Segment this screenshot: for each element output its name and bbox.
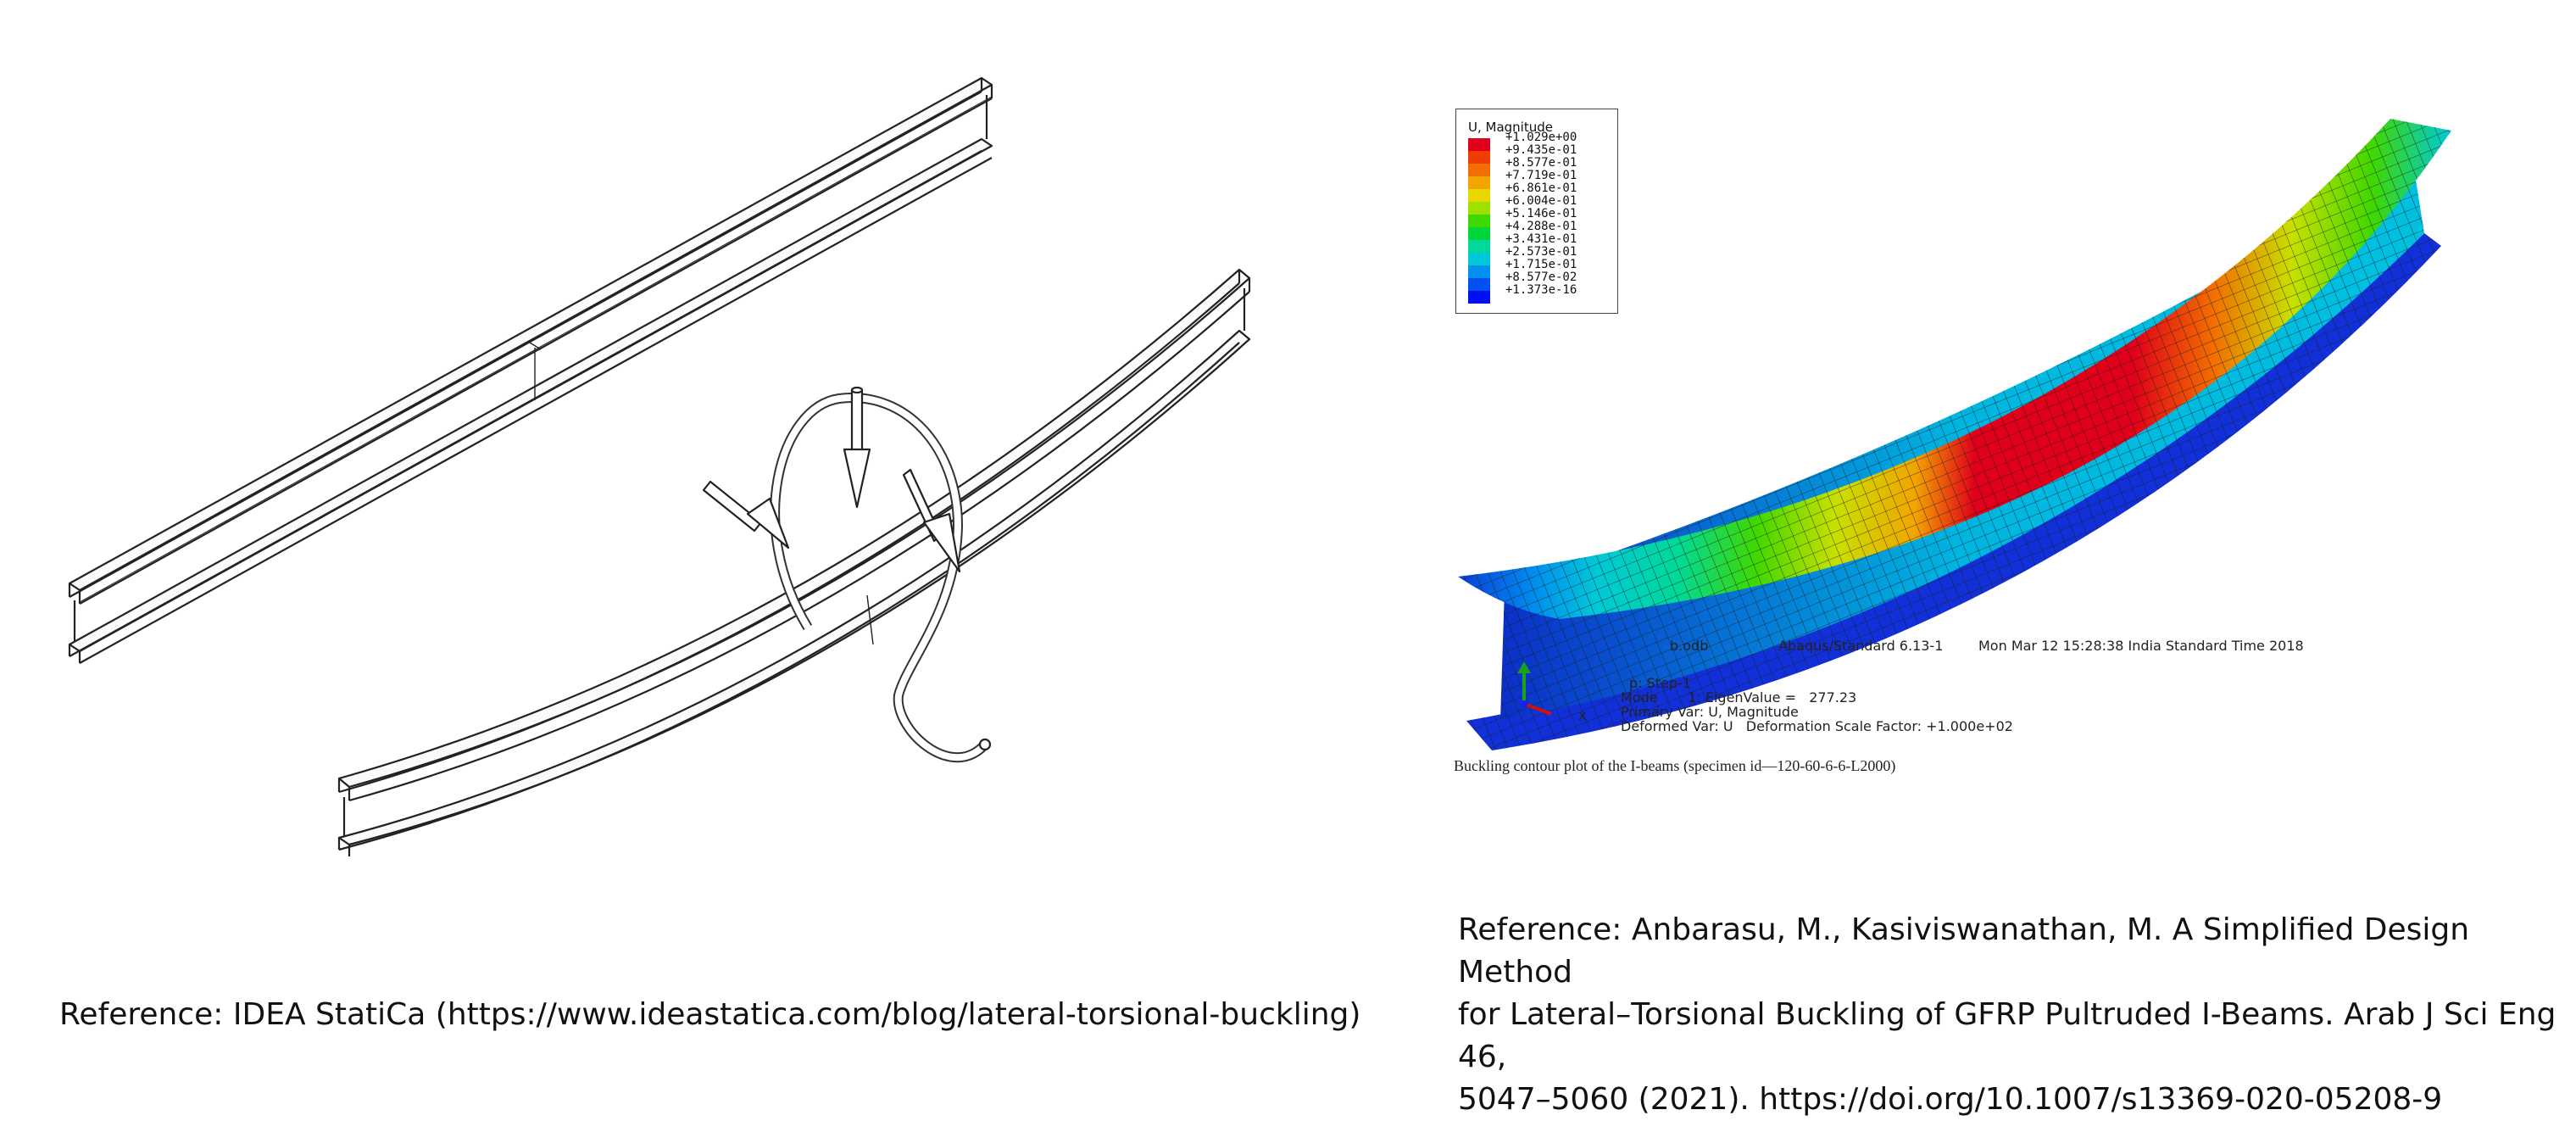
legend-labels: +1.029e+00+9.435e-01+8.577e-01+7.719e-01… (1505, 131, 1577, 297)
legend-label: +1.715e-01 (1505, 258, 1577, 271)
axis-triad-icon (1517, 661, 1552, 716)
legend-color-scale (1468, 138, 1490, 304)
vertical-load-arrow-icon (843, 386, 871, 509)
abaqus-step: p: Step-1 (1629, 675, 1692, 691)
legend-swatch (1468, 138, 1490, 151)
legend-swatch (1468, 291, 1490, 304)
legend-swatch (1468, 240, 1490, 253)
legend-label: +3.431e-01 (1505, 232, 1577, 246)
legend-swatch (1468, 227, 1490, 240)
torsion-arrow-icon (770, 393, 992, 763)
contour-legend: U, Magnitude +1.029e+00+9.435e-01+8.577e… (1455, 109, 1618, 314)
legend-label: +7.719e-01 (1505, 169, 1577, 182)
legend-label: +1.029e+00 (1505, 131, 1577, 144)
legend-swatch (1468, 151, 1490, 164)
legend-swatch (1468, 215, 1490, 227)
contour-caption: Buckling contour plot of the I-beams (sp… (1454, 757, 1896, 774)
legend-label: +5.146e-01 (1505, 207, 1577, 220)
abaqus-solver: Abaqus/Standard 6.13-1 (1778, 638, 1944, 654)
legend-swatch (1468, 164, 1490, 176)
legend-swatch (1468, 202, 1490, 215)
legend-swatch (1468, 278, 1490, 291)
right-reference-line: 5047–5060 (2021). https://doi.org/10.100… (1458, 1082, 2443, 1117)
right-reference-line: for Lateral–Torsional Buckling of GFRP P… (1458, 997, 2557, 1074)
legend-label: +6.004e-01 (1505, 194, 1577, 208)
right-reference: Reference: Anbarasu, M., Kasiviswanathan… (1458, 909, 2576, 1121)
abaqus-odb: b.odb (1670, 638, 1709, 654)
legend-label: +8.577e-02 (1505, 270, 1577, 284)
legend-label: +1.373e-16 (1505, 283, 1577, 297)
legend-label: +8.577e-01 (1505, 156, 1577, 170)
lateral-arrow-left-icon (702, 480, 790, 549)
left-reference: Reference: IDEA StatiCa (https://www.ide… (59, 997, 1361, 1032)
legend-label: +9.435e-01 (1505, 143, 1577, 157)
buckling-contour-plot (1458, 119, 2451, 750)
legend-label: +4.288e-01 (1505, 220, 1577, 233)
abaqus-primary-var: Primary Var: U, Magnitude (1621, 704, 1799, 720)
legend-swatch (1468, 265, 1490, 278)
lateral-torsional-buckling-diagram (68, 76, 1251, 856)
legend-swatch (1468, 253, 1490, 265)
axis-x-label: x (1578, 707, 1587, 723)
abaqus-timestamp: Mon Mar 12 15:28:38 India Standard Time … (1978, 638, 2304, 654)
legend-label: +6.861e-01 (1505, 181, 1577, 195)
abaqus-mode: Mode 1: EigenValue = 277.23 (1621, 689, 1857, 706)
right-reference-line: Reference: Anbarasu, M., Kasiviswanathan… (1458, 912, 2470, 990)
abaqus-deformed-var: Deformed Var: U Deformation Scale Factor… (1621, 718, 2013, 734)
legend-label: +2.573e-01 (1505, 245, 1577, 259)
lateral-arrow-right-icon (902, 468, 961, 573)
straight-i-beam (68, 76, 993, 664)
legend-swatch (1468, 176, 1490, 189)
legend-title: U, Magnitude (1468, 120, 1553, 135)
buckled-i-beam (337, 268, 1251, 856)
legend-swatch (1468, 189, 1490, 202)
